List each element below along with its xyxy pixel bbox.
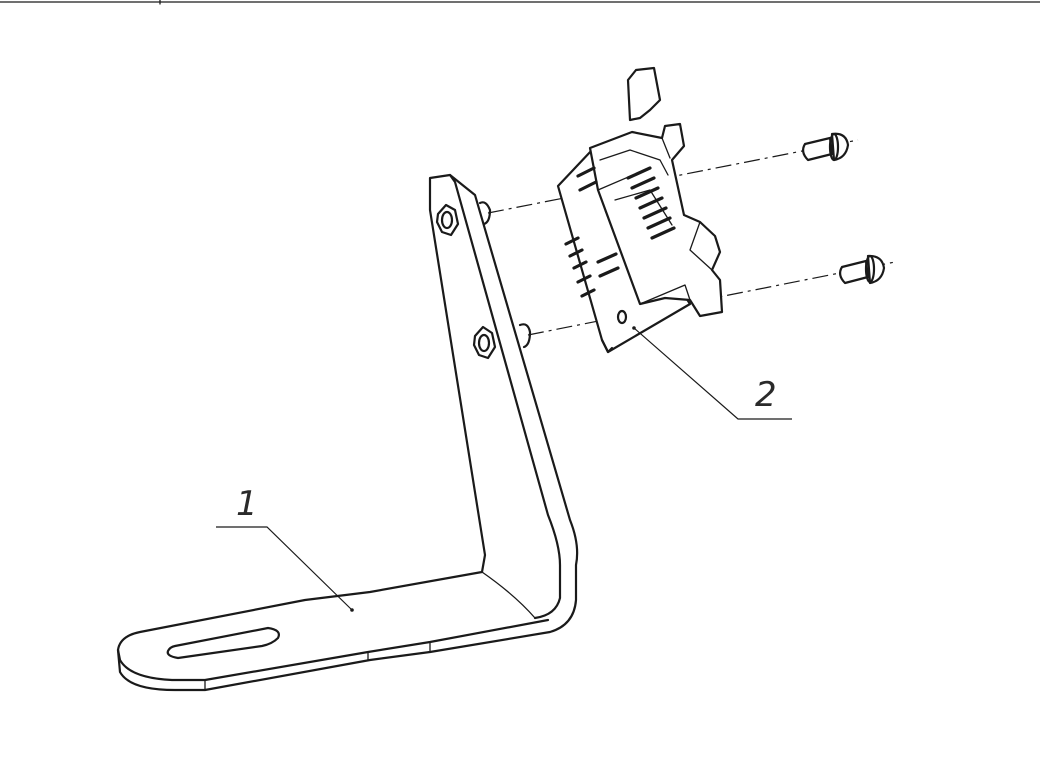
solder-pads (564, 236, 620, 298)
screw-upper (801, 132, 850, 162)
callout-2: 2 (632, 326, 792, 420)
callout-1-label: 1 (236, 484, 258, 524)
bracket (116, 173, 579, 692)
mounting-hole (616, 309, 628, 325)
screw-lower (838, 254, 886, 285)
hex-nut-lower (472, 325, 497, 360)
connector-board (556, 66, 724, 354)
callout-2-label: 2 (755, 375, 777, 415)
hex-nut-upper (435, 203, 460, 237)
frame-lines (0, 0, 1040, 5)
callout-1: 1 (216, 484, 354, 612)
connector-pins (576, 166, 676, 240)
